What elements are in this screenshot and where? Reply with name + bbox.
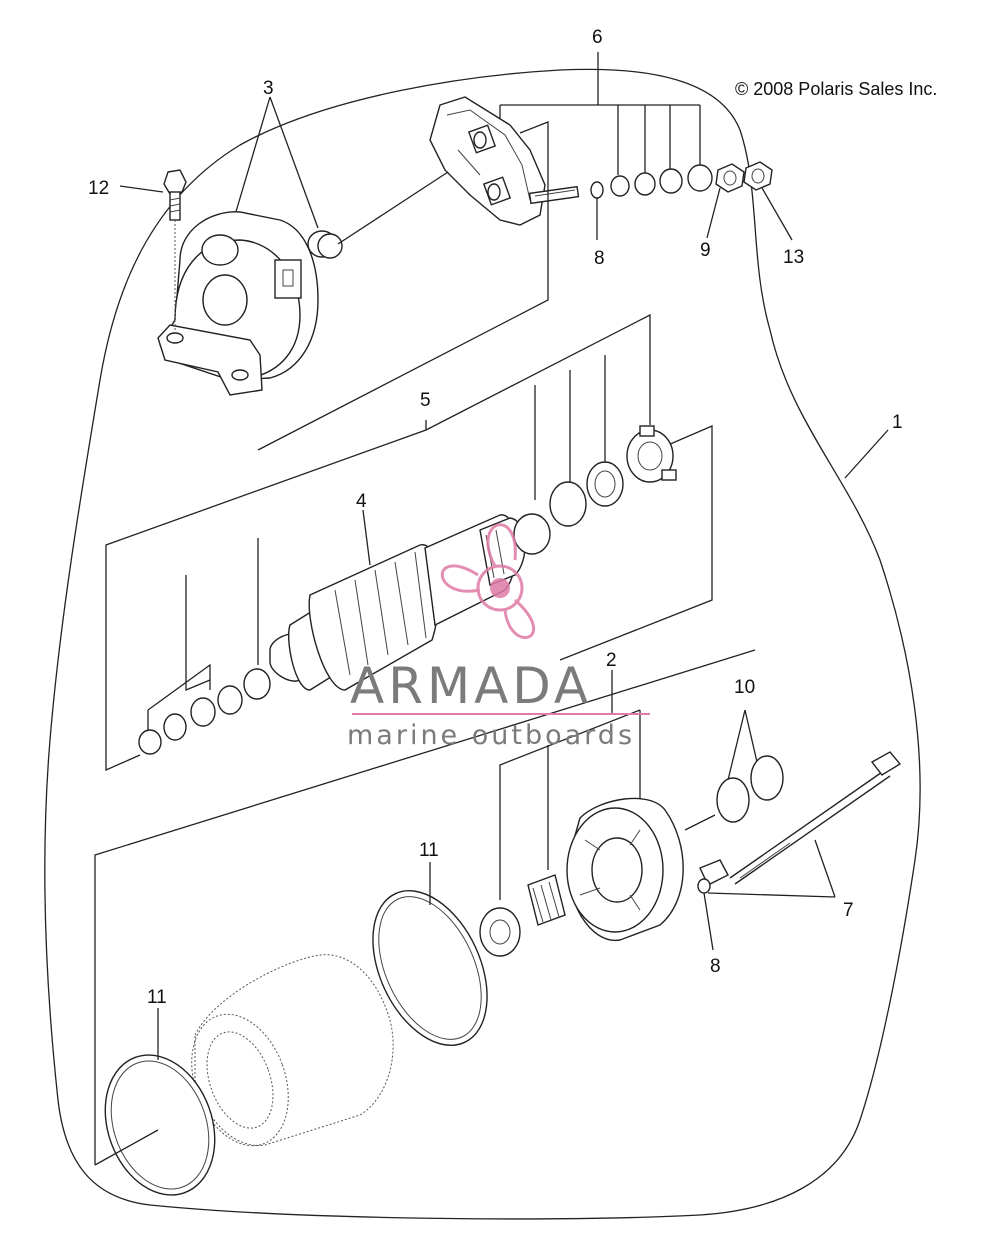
callout-1: 1 [892, 412, 903, 433]
callout-11-middle: 11 [419, 840, 439, 861]
insulator-washer [590, 181, 604, 199]
screw [163, 169, 187, 335]
thrust-washer-1 [513, 513, 551, 555]
shim-washer-5 [243, 668, 271, 700]
thrust-washer-2 [549, 481, 587, 527]
shim-washer-1 [138, 729, 162, 755]
yoke-frame [191, 954, 394, 1147]
seal-ring-11-lower [104, 1054, 216, 1196]
callout-11-lower: 11 [147, 987, 167, 1008]
rear-end-cover [157, 211, 319, 396]
callout-13: 13 [783, 247, 804, 268]
bushing [307, 230, 343, 259]
callout-12: 12 [88, 178, 109, 199]
armada-watermark-logo [440, 523, 536, 639]
callout-7: 7 [843, 900, 854, 921]
brush-holder-assembly [429, 96, 580, 226]
callout-5: 5 [420, 390, 431, 411]
callout-2: 2 [606, 650, 617, 671]
shim-washer-2 [163, 713, 187, 741]
callout-9: 9 [700, 240, 711, 261]
seal-ring-11-middle [372, 890, 488, 1046]
o-ring-10a [716, 777, 750, 823]
callout-8-lower: 8 [710, 956, 721, 977]
callout-8-upper: 8 [594, 248, 605, 269]
nut-13 [743, 161, 773, 191]
lock-plate [626, 425, 677, 483]
ball-bearing [479, 907, 521, 957]
shim-washer-4 [217, 685, 243, 715]
washer-3 [659, 168, 683, 194]
shim-washer-3 [190, 697, 216, 727]
washer-2 [634, 172, 656, 196]
through-bolt [729, 751, 902, 885]
callout-4: 4 [356, 491, 367, 512]
needle-bearing [527, 874, 566, 926]
thrust-washer-3 [586, 461, 624, 507]
callout-3: 3 [263, 78, 274, 99]
callout-3-leaders [234, 96, 319, 229]
o-ring-10b [750, 755, 784, 801]
callout-6: 6 [592, 27, 603, 48]
callout-10: 10 [734, 677, 755, 698]
nut-9 [715, 163, 745, 193]
assembly-outline [44, 68, 921, 1220]
armature-bracket [105, 313, 713, 771]
thrust-washer-3-inner [594, 470, 616, 498]
front-bracket-leaders [94, 649, 761, 1165]
copyright-text: © 2008 Polaris Sales Inc. [735, 79, 937, 99]
watermark-title: ARMADA [350, 657, 592, 715]
washer-1 [610, 175, 630, 197]
front-bracket [566, 797, 729, 941]
washer-4 [687, 164, 713, 192]
callout-6-leaders [499, 52, 701, 175]
watermark-subtitle: marine outboards [347, 720, 635, 751]
washer-8-lower [697, 878, 711, 894]
